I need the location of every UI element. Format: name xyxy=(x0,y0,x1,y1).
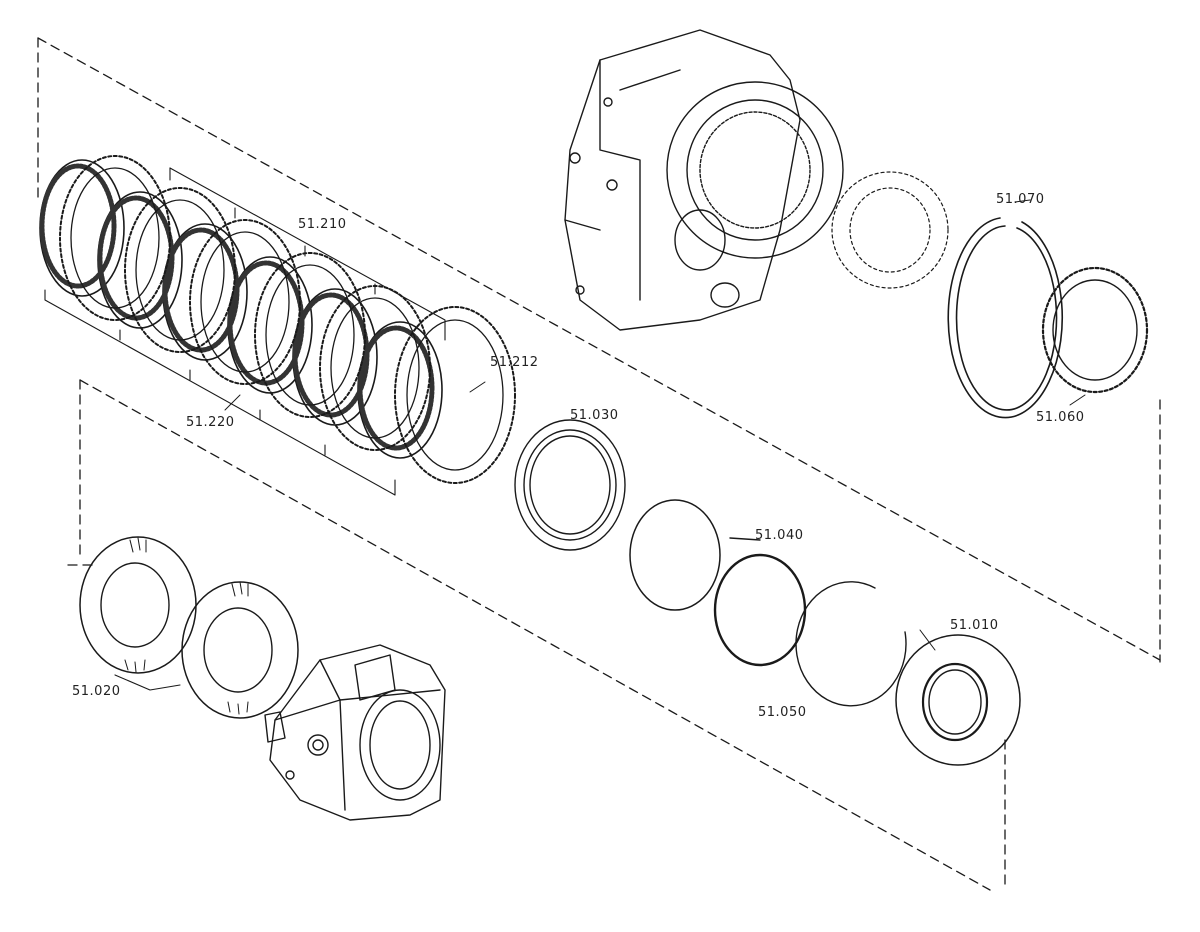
piston-drum xyxy=(831,171,949,289)
part-label-51060: 51.060 xyxy=(1036,410,1085,425)
disc-friction-linings xyxy=(39,163,435,451)
disc-inner-rims xyxy=(70,167,504,471)
part-label-51050: 51.050 xyxy=(758,705,807,720)
leader-lines xyxy=(224,199,1086,651)
lower-gearbox-housing xyxy=(264,644,446,821)
part-label-51212: 51.212 xyxy=(490,355,539,370)
clutch-disc-pack xyxy=(39,155,516,496)
disc-back-plates xyxy=(39,159,443,459)
seal-ring-51030 xyxy=(514,419,626,551)
part-label-51220: 51.220 xyxy=(186,415,235,430)
spring-washers-51020 xyxy=(79,536,299,719)
part-label-51210: 51.210 xyxy=(298,217,347,232)
snap-ring-51050 xyxy=(795,581,907,707)
o-rings-51040 xyxy=(629,499,807,667)
snap-ring-51070 xyxy=(947,217,1064,419)
part-label-51010: 51.010 xyxy=(950,618,999,633)
toothed-plate-51060 xyxy=(1041,266,1149,394)
upper-gearbox-housing xyxy=(564,29,844,331)
part-label-51040: 51.040 xyxy=(755,528,804,543)
part-label-51030: 51.030 xyxy=(570,408,619,423)
part-label-51070: 51.070 xyxy=(996,192,1045,207)
spring-washer-ticks xyxy=(124,537,249,715)
assembly-dashed-lines xyxy=(37,37,1161,891)
part-label-51020: 51.020 xyxy=(72,684,121,699)
thrust-washer-51010 xyxy=(895,634,1021,766)
disc-group-brackets xyxy=(44,167,446,496)
disc-toothed-plates xyxy=(59,155,516,484)
